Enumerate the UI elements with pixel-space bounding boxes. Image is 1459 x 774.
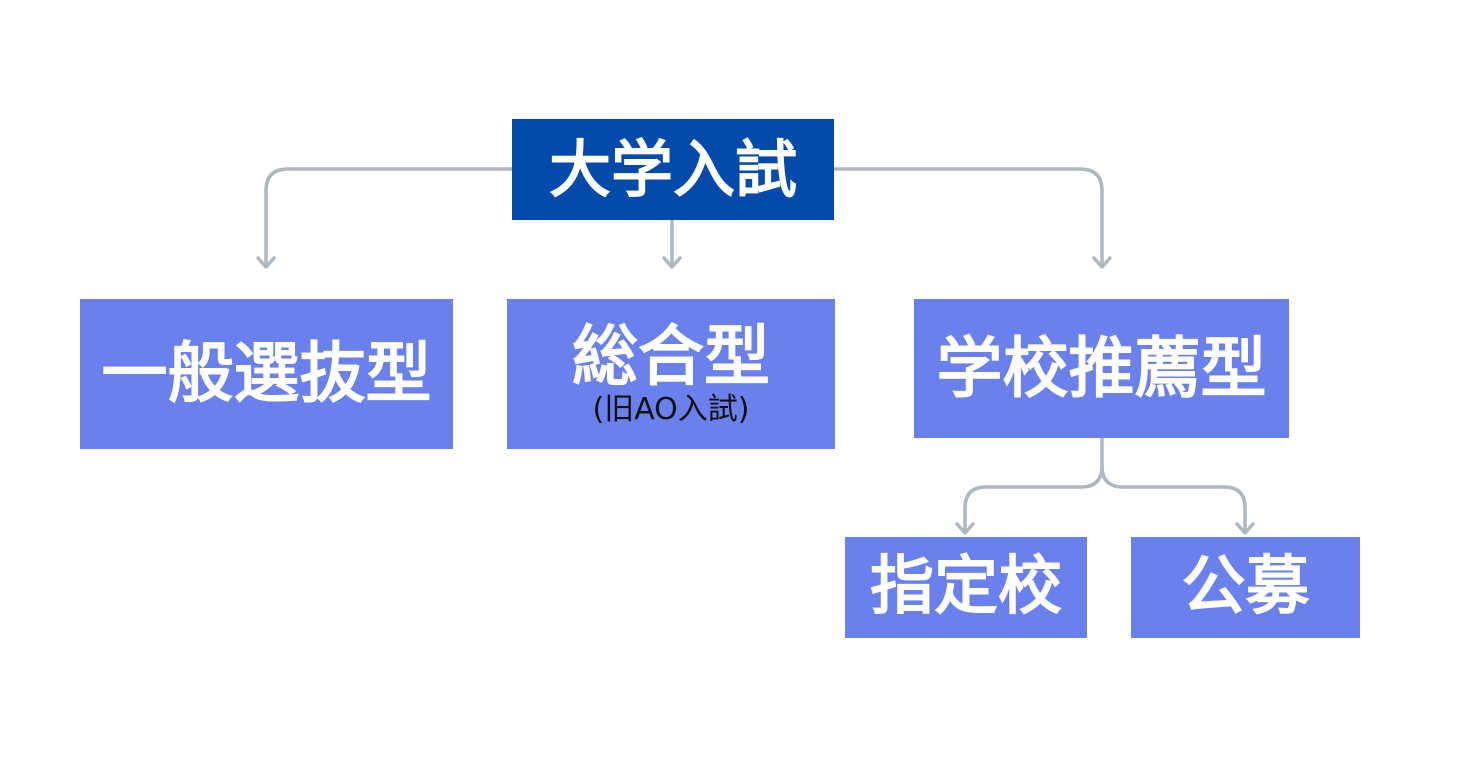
grandchild-node-kobo: 公募 [1131, 537, 1360, 638]
connector-suisen-to-kobo [1100, 464, 1247, 534]
arrowhead-suisen [1092, 256, 1112, 269]
child-node-ippan-senbatsu: 一般選抜型 [80, 299, 453, 449]
grandchild-node-label: 公募 [1181, 549, 1310, 624]
connector-root-to-ippan [264, 167, 514, 268]
child-node-label: 総合型 [572, 317, 770, 395]
root-node-label: 大学入試 [548, 132, 797, 206]
grandchild-node-shiteiko: 指定校 [845, 537, 1087, 638]
connector-suisen-to-shiteiko [963, 436, 1104, 534]
child-node-label: 一般選抜型 [101, 335, 432, 413]
child-node-label: 学校推薦型 [936, 329, 1267, 407]
root-node-daigaku-nyushi: 大学入試 [512, 119, 834, 220]
arrowhead-kobo [1235, 522, 1255, 535]
child-node-sogo: 総合型 (旧AO入試) [507, 299, 835, 449]
child-node-sublabel: (旧AO入試) [592, 392, 750, 428]
arrowhead-shiteiko [955, 522, 975, 535]
grandchild-node-label: 指定校 [870, 549, 1062, 624]
connector-root-to-suisen [832, 167, 1104, 268]
arrowhead-ippan [256, 256, 276, 269]
arrowhead-sogo [662, 256, 682, 269]
child-node-gakko-suisen: 学校推薦型 [914, 299, 1289, 438]
